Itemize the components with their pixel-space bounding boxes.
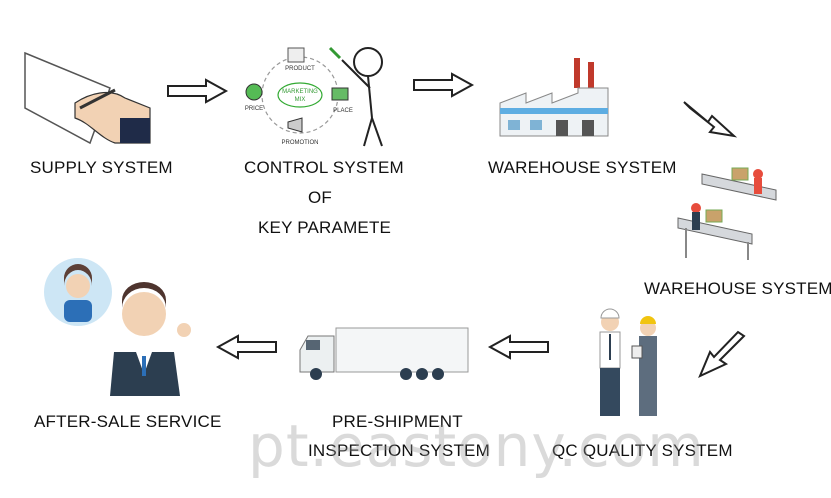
qc-quality-system-label: QC QUALITY SYSTEM xyxy=(552,441,733,460)
arrow-right-icon xyxy=(167,78,229,104)
warehouse-system-label-top: WAREHOUSE SYSTEM xyxy=(488,158,677,177)
arrow-left-icon xyxy=(487,334,549,360)
control-system-label-line1: CONTROL SYSTEM xyxy=(244,158,404,177)
svg-text:MARKETING: MARKETING xyxy=(282,89,318,95)
customer-service-illustration xyxy=(44,258,191,396)
warehouse-system-label-right: WAREHOUSE SYSTEM xyxy=(644,279,831,298)
svg-text:PRODUCT: PRODUCT xyxy=(285,66,315,72)
arrow-right-icon xyxy=(413,72,475,98)
arrow-down-right-icon xyxy=(683,101,738,138)
after-sale-service-label: AFTER-SALE SERVICE xyxy=(34,412,222,431)
marketing-mix-illustration: MARKETING MIX PRODUCT PRICE PLACE PROMOT… xyxy=(245,46,383,147)
truck-illustration xyxy=(299,327,469,380)
qc-workers-illustration xyxy=(599,308,657,416)
supply-system-label: SUPPLY SYSTEM xyxy=(30,158,173,177)
watermark: pt.eastony.com xyxy=(248,412,705,480)
hand-writing-illustration xyxy=(24,51,151,145)
svg-text:PLACE: PLACE xyxy=(333,108,353,114)
pre-shipment-label-line2: INSPECTION SYSTEM xyxy=(308,441,490,460)
arrow-left-icon xyxy=(215,334,277,360)
svg-text:PRICE: PRICE xyxy=(245,106,263,112)
pre-shipment-label-line1: PRE-SHIPMENT xyxy=(332,412,463,431)
factory-illustration xyxy=(499,58,609,137)
svg-text:PROMOTION: PROMOTION xyxy=(282,140,319,146)
svg-text:MIX: MIX xyxy=(295,97,306,103)
control-system-label-line2: OF xyxy=(308,188,333,207)
control-system-label-line3: KEY PARAMETE xyxy=(258,218,392,237)
conveyor-warehouse-illustration xyxy=(677,167,777,260)
arrow-down-left-icon xyxy=(698,330,746,378)
